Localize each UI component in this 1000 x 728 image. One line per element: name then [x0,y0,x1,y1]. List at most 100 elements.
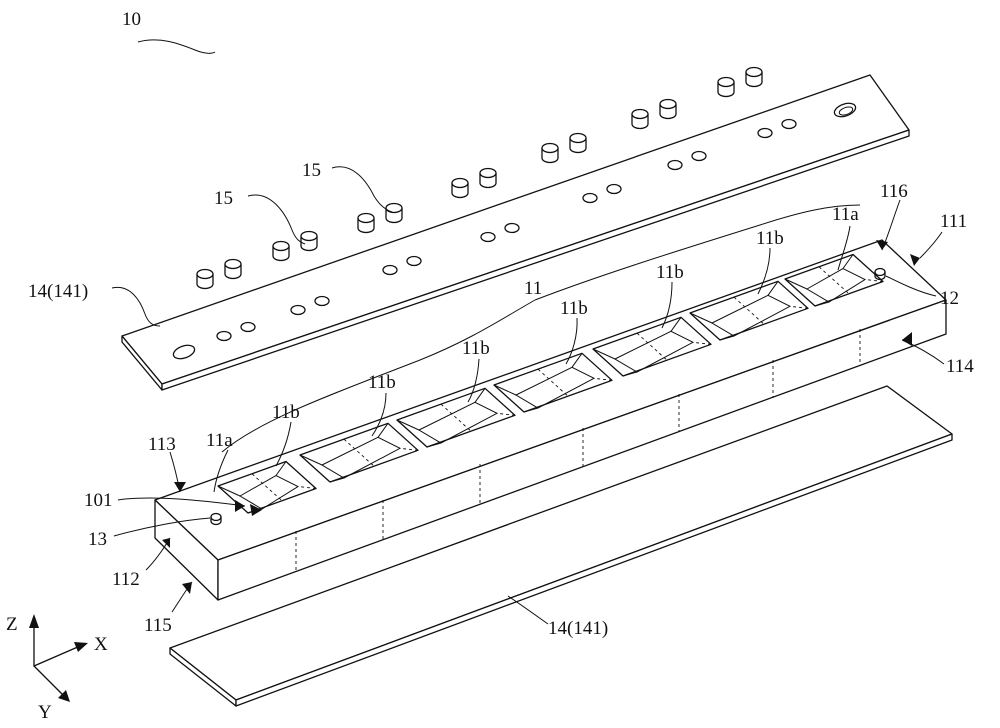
label-11a-right: 11a [832,204,859,225]
arrow-heads [162,240,920,594]
cavity-centerline [636,332,668,361]
plate-hole [216,330,232,342]
label-111: 111 [940,211,967,232]
cavity-edge [592,348,616,360]
pin [631,108,649,130]
pin-top [717,76,735,88]
pin-top [745,66,763,78]
pin [569,132,587,154]
cavity-edge [523,407,539,413]
cavity [784,253,884,307]
plate-hole [504,222,520,234]
label-cavities: 11 [524,278,542,299]
pin-top [224,258,242,270]
plate-hole [606,183,622,195]
label-13: 13 [88,529,107,550]
label-11b-4: 11b [560,298,588,319]
label-pin-a: 15 [214,188,233,209]
cavity-edge [622,371,638,377]
bottom-plate [169,385,953,707]
plate-hole [781,118,797,130]
arrow-116 [876,240,888,250]
cavity-edge [329,477,345,483]
plate-hole [240,321,256,333]
pin [717,76,735,98]
cavity [396,387,516,448]
pin [385,202,403,224]
plate-holes [216,118,797,342]
pin-top [385,202,403,214]
label-11b-2: 11b [368,372,396,393]
pin-top [541,142,559,154]
label-bottom-plate: 14(141) [548,618,608,639]
label-112: 112 [112,569,140,590]
cavity-edge [299,454,323,466]
arrow-115 [182,582,192,594]
cavity-centerline [733,296,765,325]
plate-hole [314,295,330,307]
cavity-edge [784,278,808,290]
pin [272,240,290,262]
plate-hole [382,264,398,276]
cavity-centerline [251,473,283,502]
axis-label-z: Z [6,614,18,635]
cavity-edge [670,317,682,332]
label-11a-left: 11a [206,430,233,451]
arrow-surface [250,504,262,516]
label-10: 10 [122,9,141,30]
label-11b-5: 11b [656,262,684,283]
axis-label-x: X [94,634,108,655]
label-pin-b: 15 [302,160,321,181]
cavity-edge [493,384,517,396]
label-114: 114 [946,356,974,377]
cavity [299,422,419,483]
label-11b-3: 11b [462,338,490,359]
cavity-edge [377,423,389,438]
pin [541,142,559,164]
pin-top [300,230,318,242]
label-11b-6: 11b [756,228,784,249]
cavity-edge [814,301,830,307]
plate-hole [406,255,422,267]
cavities [217,253,884,514]
label-116: 116 [880,181,908,202]
cavity-edge [719,335,735,341]
cavity-edge [474,388,486,403]
labels: 10 14(141) 15 15 11 11a 11a 11b 11b 11b … [6,9,974,723]
cavity [689,280,809,341]
cavity [592,316,712,377]
pin-top [569,132,587,144]
pin [196,268,214,290]
arrow-114 [902,332,912,346]
cavity-edge [396,419,420,431]
pin-top [479,167,497,179]
plate-hole [757,127,773,139]
pin-top [659,98,677,110]
pin-top [451,177,469,189]
arrow-112 [162,538,170,548]
pin-top [196,268,214,280]
plate-hole [691,150,707,162]
arrow-113 [174,482,186,492]
pin [659,98,677,120]
plate-hole [667,159,683,171]
plate-pins [196,66,763,290]
cavity-edge [842,254,854,269]
pin [745,66,763,88]
label-115: 115 [144,615,172,636]
plate-hole [582,192,598,204]
label-101: 101 [84,490,113,511]
block-holes [210,267,886,526]
cavity-centerline [537,368,569,397]
cavity-centerline [440,403,472,432]
cavity-edge [571,353,583,368]
cavity-centerline [343,438,375,467]
label-top-plate: 14(141) [28,281,88,302]
label-113: 113 [148,434,176,455]
axis-label-y: Y [38,702,52,723]
label-11b-1: 11b [272,402,300,423]
cavity-edge [217,485,241,497]
cavity-edge [767,281,779,296]
